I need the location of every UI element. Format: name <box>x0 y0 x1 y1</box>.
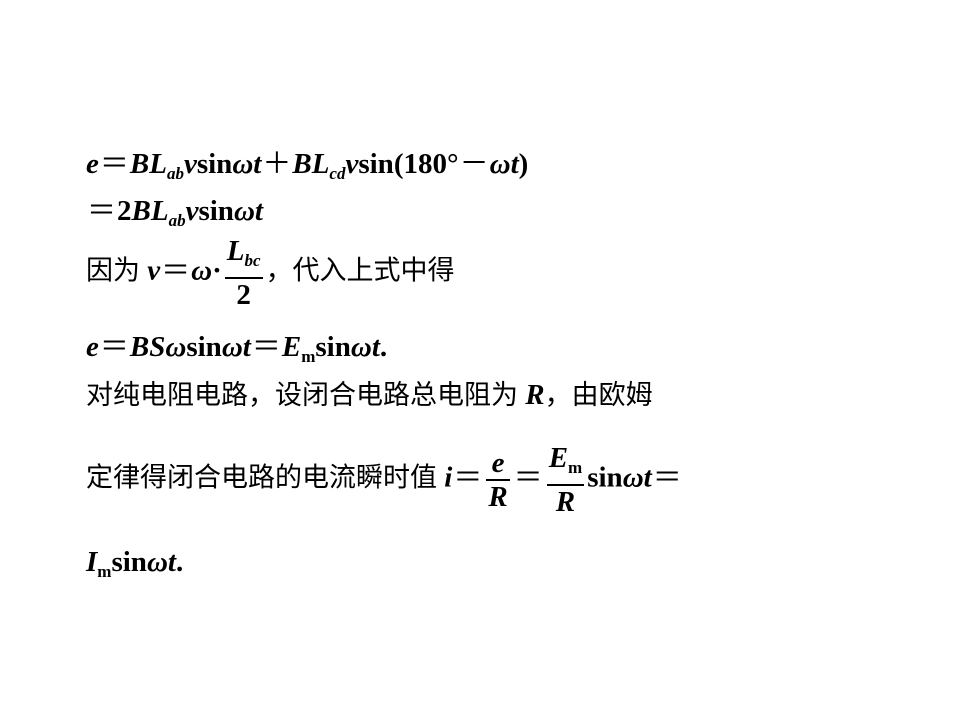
text-substitute: ，代入上式中得 <box>265 255 455 287</box>
subscript-ab: ab <box>168 211 186 230</box>
equation-line-6: 定律得闭合电路的电流瞬时值 i＝ e R ＝ Em R sinωt＝ <box>86 442 683 518</box>
period: . <box>379 331 388 363</box>
fraction-bar <box>546 484 585 486</box>
subscript-bc: bc <box>244 251 261 270</box>
fraction-Lbc-over-2: Lbc 2 <box>224 235 263 311</box>
close-paren: ) <box>518 148 529 180</box>
func-sin: sin <box>111 546 147 578</box>
var-omega-t: ωt <box>622 461 652 494</box>
var-L: L <box>226 235 245 267</box>
func-sin: sin <box>196 148 233 180</box>
var-E: E <box>548 442 569 474</box>
subscript-m: m <box>97 562 112 581</box>
period: . <box>175 546 184 578</box>
var-BL: BL <box>292 148 330 180</box>
func-sin: sin <box>198 195 234 227</box>
var-BL: BL <box>131 195 169 227</box>
var-e: e <box>86 148 99 180</box>
var-omega-t: ωt <box>221 331 251 363</box>
text-because: 因为 <box>86 255 140 287</box>
var-i: i <box>444 461 453 494</box>
var-I: I <box>86 546 98 578</box>
func-sin: sin <box>587 461 623 494</box>
var-v: v <box>345 148 359 180</box>
subscript-m: m <box>568 458 583 477</box>
fraction-denominator: 2 <box>236 279 251 311</box>
var-v: v <box>185 195 199 227</box>
equals-sign: ＝ <box>161 254 191 287</box>
equation-line-2: ＝2BLabvsinωt <box>86 193 263 239</box>
plus-sign: ＋ <box>262 148 292 180</box>
number-2: 2 <box>117 195 132 227</box>
equals-sign: ＝ <box>87 195 117 227</box>
fraction-numerator: Em <box>547 442 585 484</box>
var-omega-t: ωt <box>146 546 176 578</box>
var-E: E <box>281 331 302 363</box>
minus-sign: － <box>459 148 489 180</box>
text-ohms-law: 定律得闭合电路的电流瞬时值 <box>86 462 437 494</box>
subscript-ab: ab <box>166 164 184 183</box>
equals-sign: ＝ <box>513 461 543 494</box>
fraction-e-over-R: e R <box>486 447 510 513</box>
fraction-denominator: R <box>488 481 508 513</box>
var-e: e <box>86 331 99 363</box>
var-R: R <box>525 379 545 411</box>
var-v: v <box>183 148 197 180</box>
equals-sign: ＝ <box>99 148 129 180</box>
equation-line-5: 对纯电阻电路，设闭合电路总电阻为 R，由欧姆 <box>86 377 653 414</box>
equals-sign: ＝ <box>99 331 129 363</box>
func-sin: sin <box>186 331 222 363</box>
dot-operator: · <box>212 254 222 287</box>
var-v: v <box>147 254 161 287</box>
equation-line-1: e＝BLabvsinωt＋BLcdvsin(180°－ωt) <box>86 146 528 192</box>
var-omega: ω <box>191 254 213 287</box>
equation-line-4: e＝BSωsinωt＝Emsinωt. <box>86 329 387 375</box>
var-omega-t: ωt <box>350 331 380 363</box>
equation-line-3: 因为 v＝ω· Lbc 2 ，代入上式中得 <box>86 235 455 311</box>
var-omega-t: ωt <box>233 195 263 227</box>
fraction-denominator: R <box>555 486 576 518</box>
equals-sign: ＝ <box>453 461 483 494</box>
var-BS-omega: BSω <box>129 331 187 363</box>
fraction-numerator: Lbc <box>225 235 263 277</box>
equals-sign: ＝ <box>652 461 682 494</box>
text-pure-resistance: 对纯电阻电路，设闭合电路总电阻为 <box>86 380 518 411</box>
fraction-bar <box>224 277 263 279</box>
func-sin-180: sin(180° <box>358 148 459 180</box>
func-sin: sin <box>315 331 351 363</box>
var-omega-t: ωt <box>489 148 519 180</box>
fraction-bar <box>486 479 510 481</box>
var-omega-t: ωt <box>232 148 262 180</box>
fraction-numerator: e <box>491 447 505 479</box>
equation-line-7: Imsinωt. <box>86 544 183 590</box>
subscript-m: m <box>301 347 316 366</box>
equals-sign: ＝ <box>251 331 281 363</box>
var-BL: BL <box>129 148 167 180</box>
fraction-Em-over-R: Em R <box>546 442 585 518</box>
text-by-ohm: ，由欧姆 <box>544 380 653 411</box>
subscript-cd: cd <box>329 164 346 183</box>
